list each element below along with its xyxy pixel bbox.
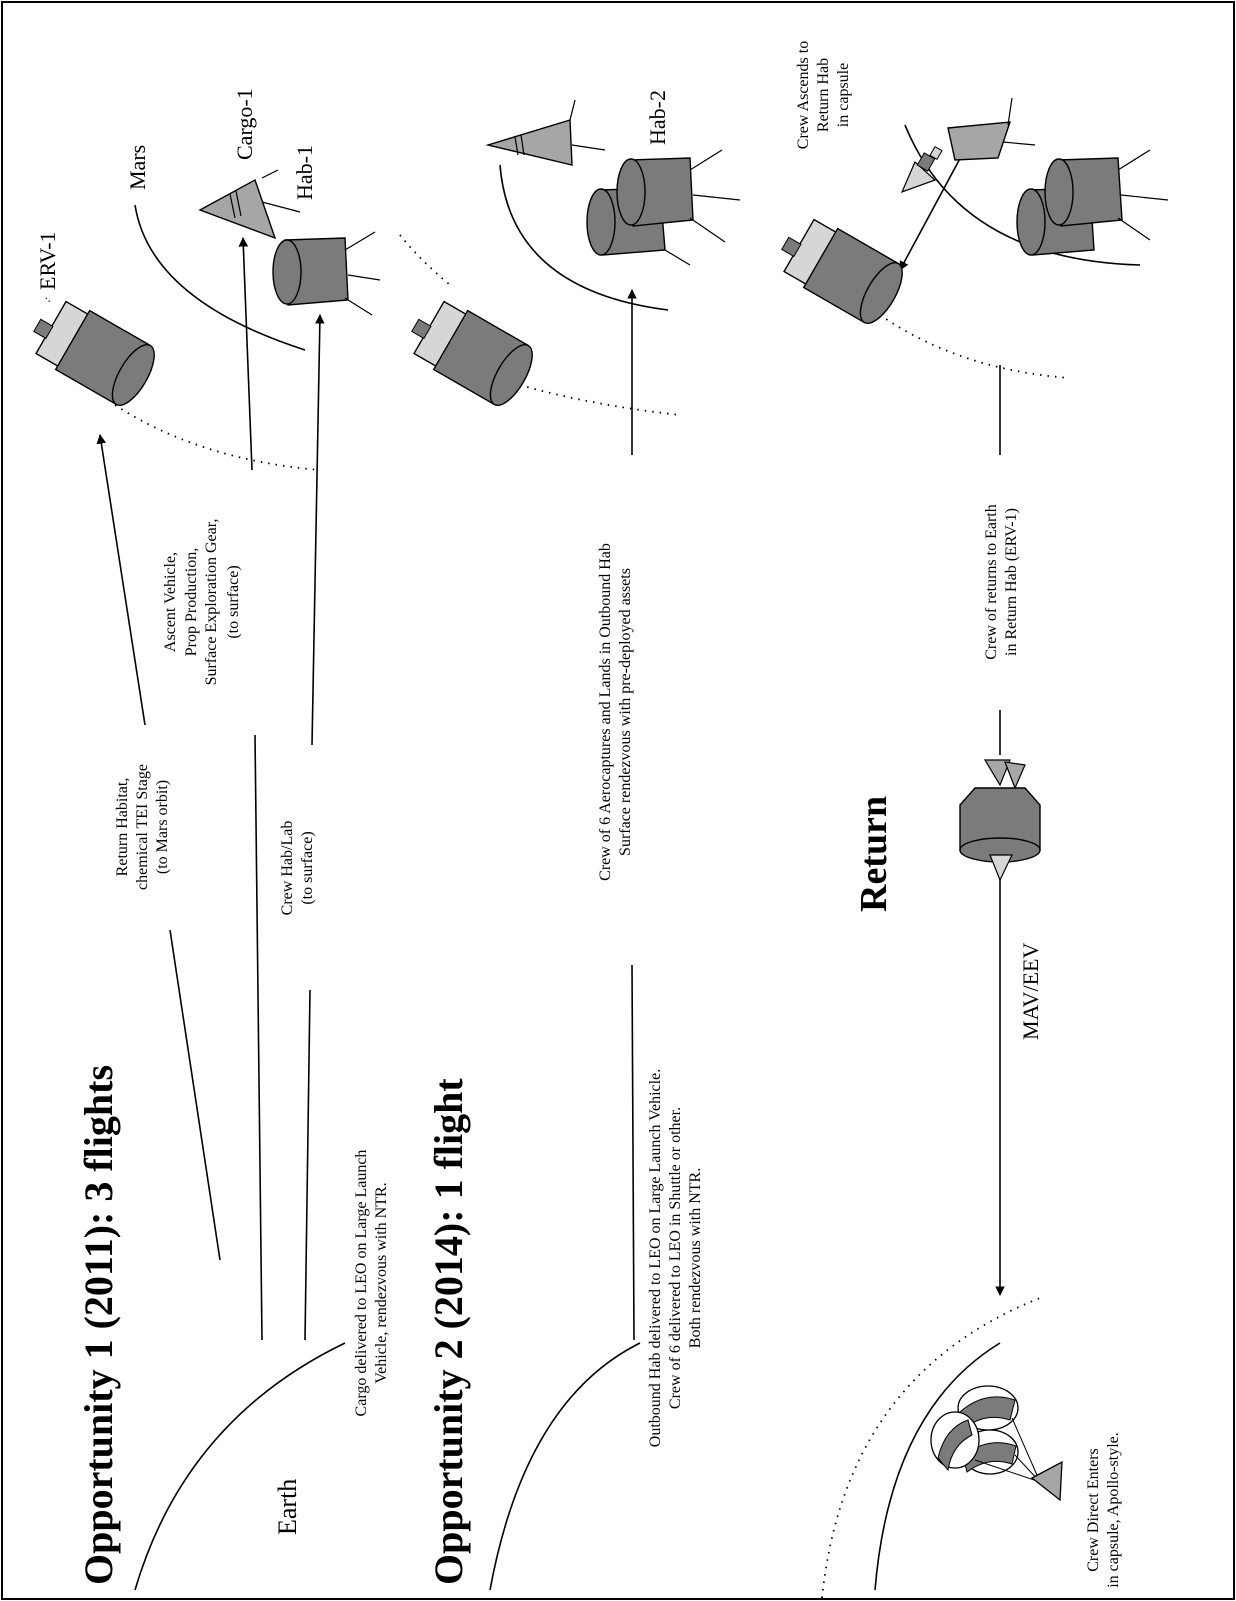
trajectory-hab-lower [304, 989, 311, 1341]
trajectory-erv-lower [169, 929, 221, 1261]
heading-opportunity1: Opportunity 1 (2011): 3 flights [76, 1065, 121, 1585]
trajectory-opp2-lower [631, 964, 635, 1341]
erv-note-line1: Return Habitat, [114, 778, 131, 877]
trajectory-hab-upper [311, 314, 325, 746]
surface-habs [1016, 149, 1169, 256]
heading-opportunity2: Opportunity 2 (2014): 1 flight [426, 1078, 471, 1585]
hab2-label: Hab-2 [645, 90, 670, 145]
hab-note-line1: Crew Hab/Lab [279, 821, 296, 916]
mars-arc-opportunity1 [134, 204, 306, 351]
mars-arc-opportunity2 [499, 164, 669, 311]
erv1-vehicle [33, 300, 155, 406]
cargo-note-line3: Surface Exploration Gear, [203, 519, 220, 686]
mars-orbit-dotted-1 [114, 404, 321, 471]
earth-arc-return [874, 1342, 1001, 1591]
ascent-capsule [900, 145, 943, 194]
mav-eev-label: MAV/EEV [1018, 943, 1043, 1040]
return-ascent-note-line2: Return Hab [815, 58, 832, 132]
mars-label: Mars [125, 145, 150, 190]
trajectory-cargo-lower [254, 734, 263, 1341]
return-entry-note-line2: in capsule, Apollo-style. [1105, 1432, 1122, 1588]
erv1-label: ERV-1 [35, 231, 60, 290]
cargo-vehicle-opportunity2 [485, 99, 606, 166]
erv1-return-vehicle [781, 218, 903, 324]
return-ascent-note-line3: in capsule [835, 63, 852, 127]
opp2-launch-note-line1: Outbound Hab delivered to LEO on Large L… [647, 1069, 664, 1447]
cargo-note-line4: (to surface) [225, 565, 242, 638]
opp1-launch-note-line1: Cargo delivered to LEO on Large Launch [353, 1150, 370, 1417]
opp2-launch-note-line3: Both rendezvous with NTR. [687, 1168, 704, 1348]
cargo-note-line2: Prop Production, [183, 548, 200, 656]
return-transit-note-line2: in Return Hab (ERV-1) [1003, 508, 1020, 656]
parachute-capsule [930, 1385, 1063, 1502]
mars-orbit-dotted-3 [879, 314, 1071, 379]
opp2-transit-note-line1: Crew of 6 Aerocaptures and Lands in Outb… [597, 543, 614, 881]
hab2-vehicle [586, 149, 741, 266]
trajectory-erv-upper [96, 434, 146, 726]
mars-orbit-dotted-2a [399, 234, 451, 286]
cargo1-label: Cargo-1 [232, 88, 257, 160]
hab-note-line2: (to surface) [299, 831, 316, 904]
earth-arc-opportunity2 [489, 1342, 641, 1591]
heading-return: Return [853, 796, 895, 912]
opp2-transit-note-line2: Surface rendezvous with pre-deployed ass… [617, 568, 634, 856]
trajectory-ascent [899, 139, 971, 271]
opp2-launch-note-line2: Crew of 6 delivered to LEO in Shuttle or… [667, 1107, 684, 1409]
earth-arc-opportunity1 [134, 1342, 346, 1591]
opp1-launch-note-line2: Vehicle, rendezvous with NTR. [373, 1182, 390, 1383]
hab1-vehicle [272, 231, 381, 316]
cargo1-vehicle [198, 169, 301, 240]
erv-vehicle-opportunity2 [411, 300, 533, 406]
erv-note-line2: chemical TEI Stage [134, 764, 151, 890]
trajectory-cargo-upper [238, 237, 253, 471]
ascent-stage [947, 97, 1036, 161]
mars-orbit-dotted-2b [519, 384, 681, 416]
erv-note-line3: (to Mars orbit) [154, 780, 171, 874]
hab1-label: Hab-1 [292, 145, 317, 200]
mav-eev-vehicle [959, 759, 1041, 882]
return-transit-note-line1: Crew of returns to Earth [983, 504, 1000, 660]
return-ascent-note-line1: Crew Ascends to [795, 41, 812, 149]
return-entry-note-line1: Crew Direct Enters [1085, 1448, 1102, 1572]
cargo-note-line1: Ascent Vehicle, [162, 552, 179, 652]
earth-orbit-dotted [821, 1297, 1041, 1599]
earth-label: Earth [273, 1479, 302, 1535]
